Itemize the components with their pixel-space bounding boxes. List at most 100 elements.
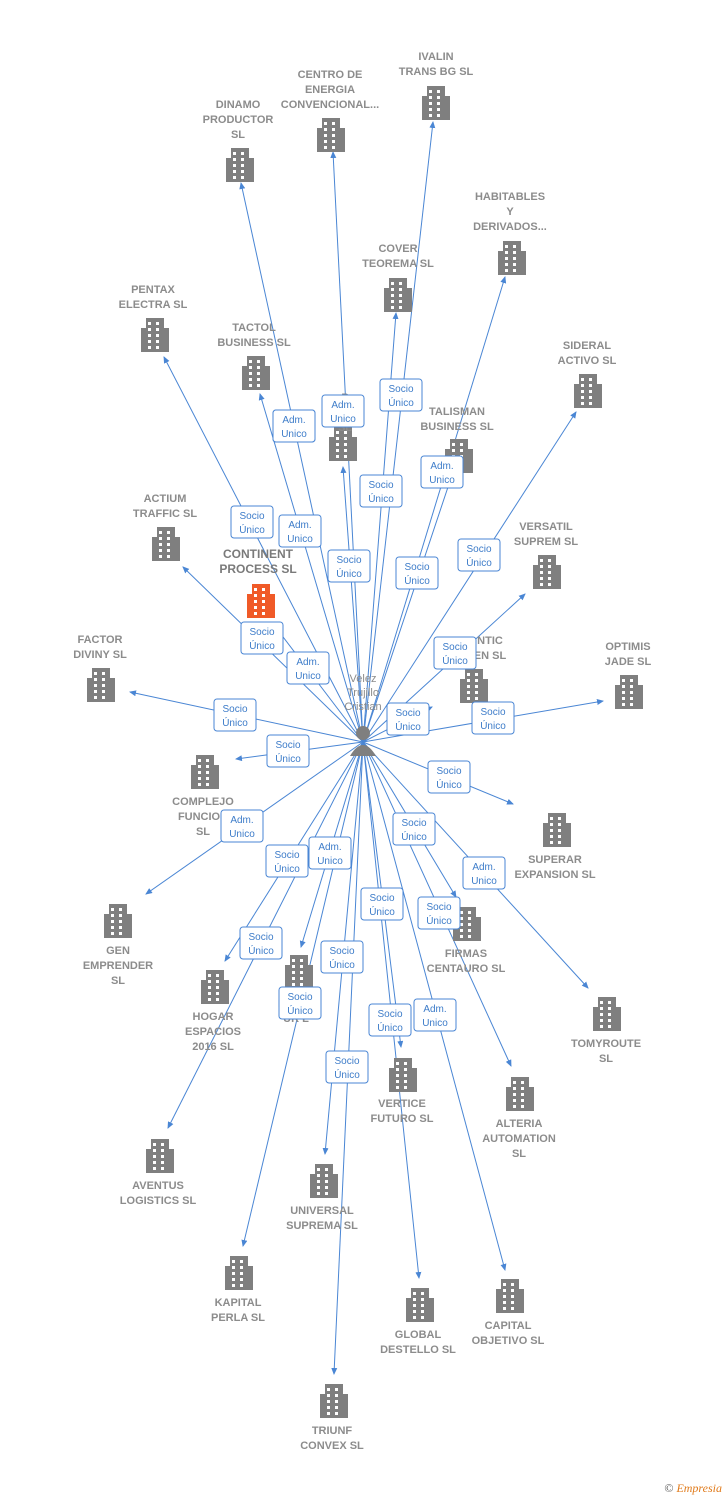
relation-badge[interactable]: Adm.Unico <box>272 409 316 443</box>
relation-badge[interactable]: Adm.Unico <box>220 809 264 843</box>
building-windows <box>540 559 551 586</box>
relation-badge[interactable]: Adm.Unico <box>278 514 322 548</box>
relation-badge[interactable]: Adm.Unico <box>413 998 457 1032</box>
footer-brand[interactable]: © Empresia <box>664 1481 722 1496</box>
relation-badge[interactable]: Adm.Unico <box>420 455 464 489</box>
badge-text: Socio <box>466 544 491 555</box>
company-label-line: ESPACIOS <box>185 1026 241 1038</box>
company-label-line: SIDERAL <box>563 340 612 352</box>
relation-badge[interactable]: Adm.Unico <box>308 836 352 870</box>
relation-badge[interactable]: Adm.Unico <box>321 394 365 428</box>
relation-badge[interactable]: Adm.Unico <box>286 651 330 685</box>
relation-badge[interactable]: Adm.Unico <box>462 856 506 890</box>
company-label-line: GLOBAL <box>395 1329 442 1341</box>
badge-text: Unico <box>317 856 343 867</box>
company-label-line: AUTOMATION <box>482 1133 556 1145</box>
